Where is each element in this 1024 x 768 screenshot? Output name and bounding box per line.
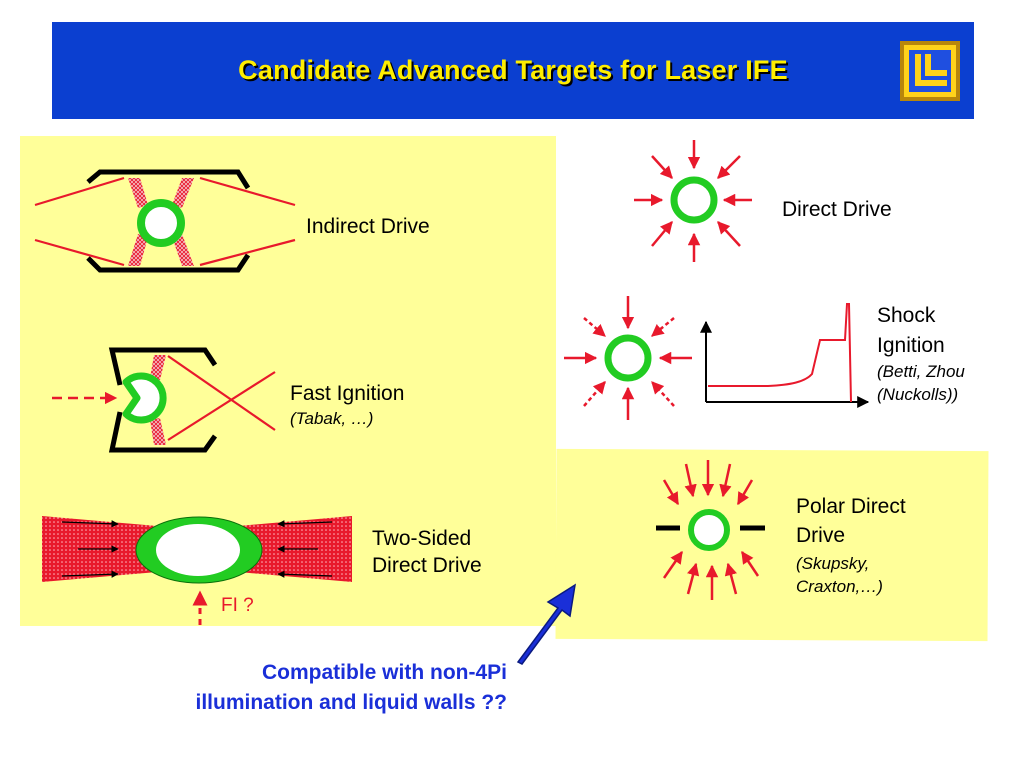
fast-ignition-note: (Tabak, …) <box>290 409 374 428</box>
shock-ignition-target <box>564 296 870 420</box>
pulse-shape-plot <box>700 303 870 408</box>
compatibility-note-line-2: illumination and liquid walls ?? <box>195 691 507 714</box>
indirect-drive-label: Indirect Drive <box>306 215 430 238</box>
compatibility-note: Compatible with non-4Pi illumination and… <box>100 658 507 718</box>
polar-direct-note-2: Craxton,…) <box>796 577 883 596</box>
polar-direct-label-2: Drive <box>796 524 846 547</box>
hohlraum-wall-bottom <box>86 253 251 273</box>
page-title: Candidate Advanced Targets for Laser IFE <box>238 55 788 85</box>
fast-ignition-label: Fast Ignition <box>290 382 405 405</box>
capsule-indirect <box>137 199 185 247</box>
two-sided-label-1: Two-Sided <box>372 527 472 550</box>
x-ray-emission <box>128 178 194 266</box>
cone-capsule <box>122 372 167 424</box>
shock-ignition-note-2: (Nuckolls)) <box>877 385 959 404</box>
shock-ignition-label-1: Shock <box>877 304 936 327</box>
pointer-arrow <box>516 583 577 665</box>
two-sided-label-2: Direct Drive <box>372 554 482 577</box>
compatibility-note-line-1: Compatible with non-4Pi <box>262 661 507 684</box>
direct-drive-target <box>634 140 752 262</box>
polar-direct-note-1: (Skupsky, <box>796 554 870 573</box>
polar-direct-label-1: Polar Direct <box>796 495 906 518</box>
llnl-logo-icon <box>900 41 960 101</box>
fi-label: FI ? <box>221 595 254 616</box>
title-banner: Candidate Advanced Targets for Laser IFE <box>52 22 974 119</box>
direct-drive-label: Direct Drive <box>782 198 892 221</box>
fast-ignition-target <box>52 347 276 453</box>
indirect-drive-target <box>34 169 296 273</box>
polar-direct-drive-target <box>656 460 765 600</box>
shock-ignition-label-2: Ignition <box>877 334 945 357</box>
two-sided-target <box>42 516 352 625</box>
hohlraum-wall-top <box>86 169 251 190</box>
shock-ignition-note-1: (Betti, Zhou <box>877 362 965 381</box>
laser-beams <box>34 176 296 267</box>
